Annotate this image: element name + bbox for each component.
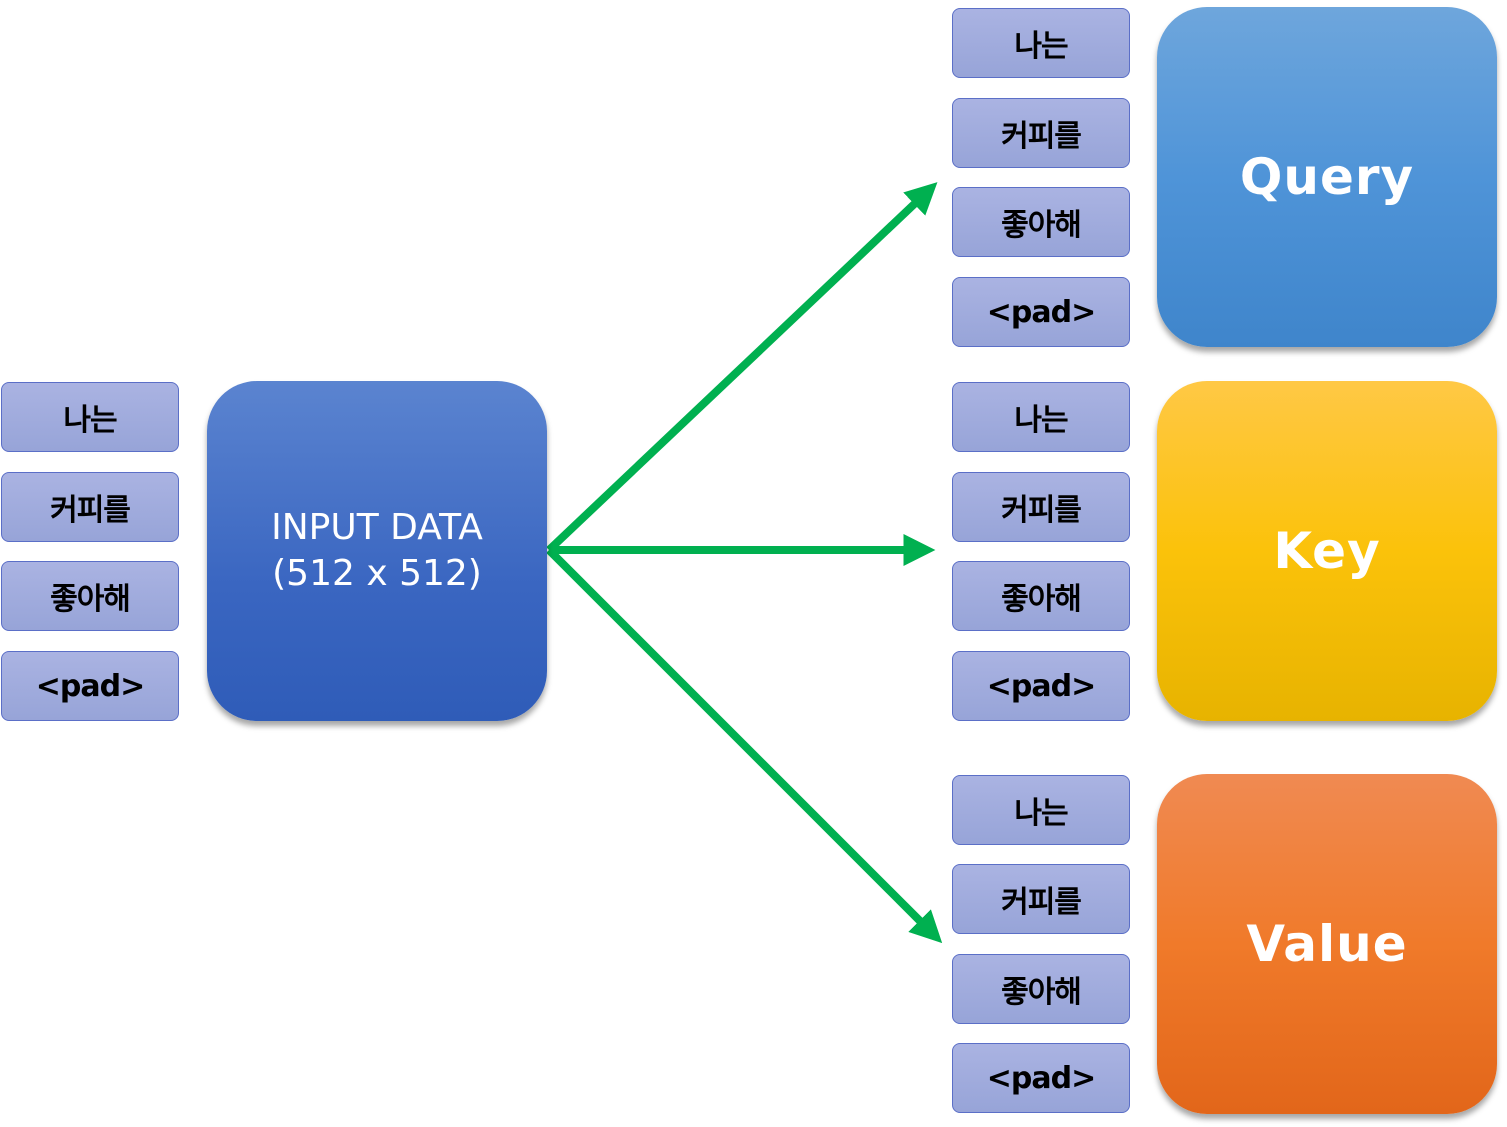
input-token-4: <pad> [1,651,179,721]
query-token-3: 좋아해 [952,187,1130,257]
input-data-box: INPUT DATA (512 x 512) [207,381,547,721]
value-token-4: <pad> [952,1043,1130,1113]
key-token-2: 커피를 [952,472,1130,542]
input-token-1: 나는 [1,382,179,452]
query-label: Query [1239,148,1415,206]
value-box: Value [1157,774,1497,1114]
input-token-3: 좋아해 [1,561,179,631]
query-box: Query [1157,7,1497,347]
key-token-4: <pad> [952,651,1130,721]
input-data-shape: (512 x 512) [272,553,482,594]
query-token-1: 나는 [952,8,1130,78]
key-box: Key [1157,381,1497,721]
key-token-1: 나는 [952,382,1130,452]
value-token-3: 좋아해 [952,954,1130,1024]
input-token-2: 커피를 [1,472,179,542]
value-token-2: 커피를 [952,864,1130,934]
arrow-to-query [546,182,938,553]
query-token-4: <pad> [952,277,1130,347]
key-token-3: 좋아해 [952,561,1130,631]
input-data-title: INPUT DATA [271,507,483,548]
value-label: Value [1246,915,1408,973]
query-token-2: 커피를 [952,98,1130,168]
value-token-1: 나는 [952,775,1130,845]
arrow-to-value [546,547,943,944]
key-label: Key [1273,522,1381,580]
